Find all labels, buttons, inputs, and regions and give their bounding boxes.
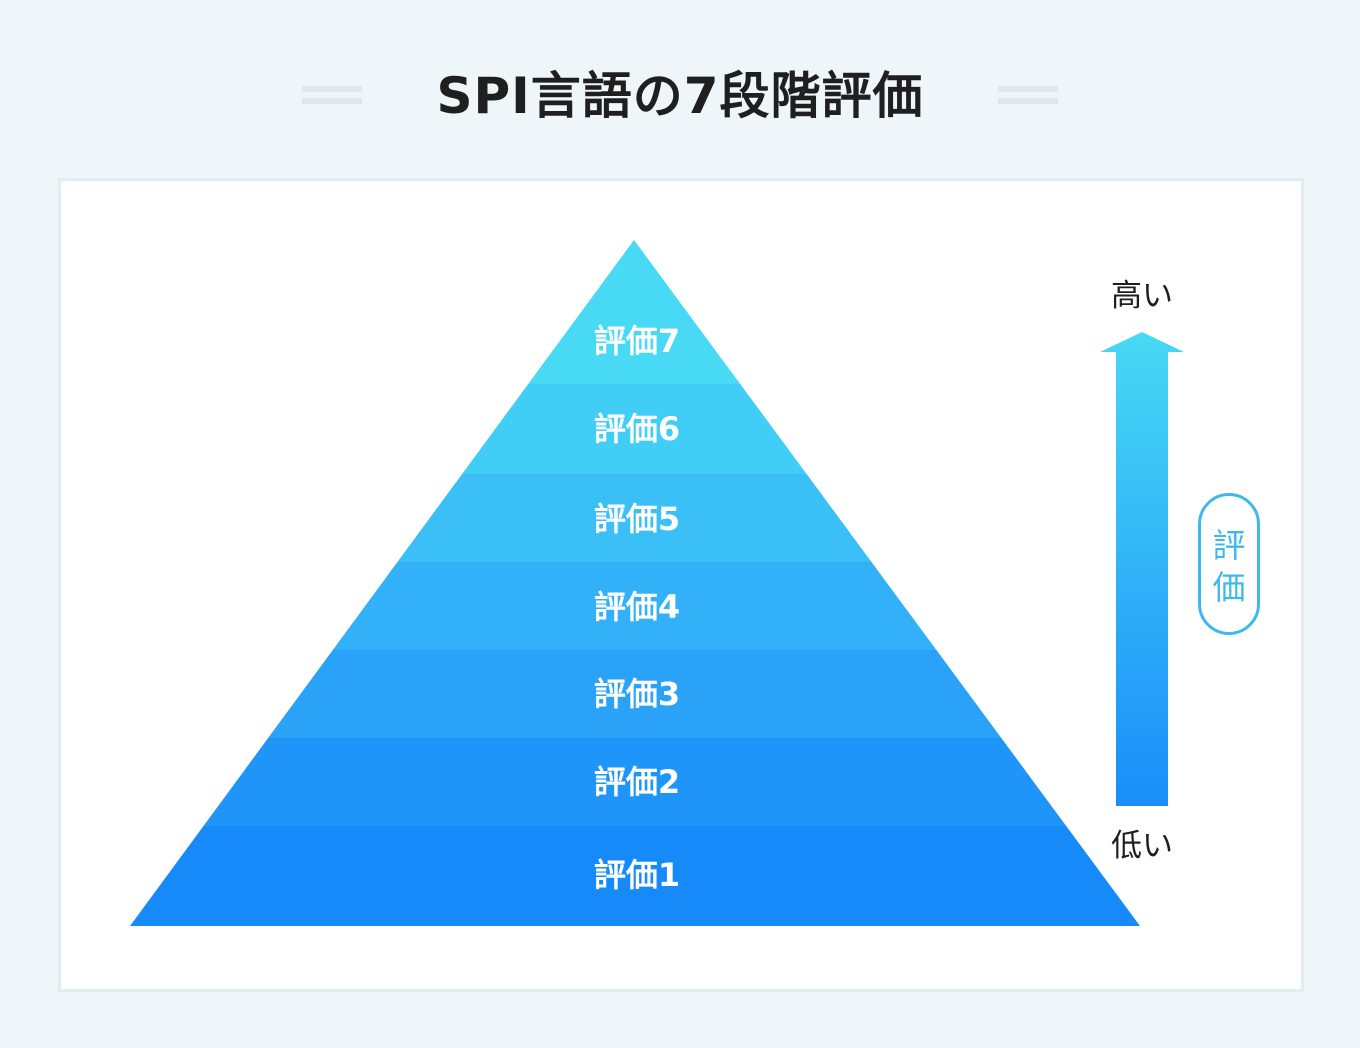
pyramid-band-7: [528, 240, 741, 384]
pyramid-band-2: [203, 738, 1067, 826]
scale-high-label: 高い: [1111, 278, 1173, 314]
evaluation-arrow: [1100, 332, 1184, 806]
level-label-2: 評価2: [593, 763, 681, 801]
axis-label-char-1: 評: [1212, 526, 1246, 565]
pyramid-band-1: [130, 826, 1140, 926]
level-label-5: 評価5: [593, 500, 681, 538]
title-left-decoration: [302, 86, 362, 108]
scale-low-label: 低い: [1111, 828, 1173, 864]
axis-label-char-2: 価: [1212, 568, 1246, 607]
title-right-decoration: [998, 86, 1058, 108]
pyramid-band-4: [332, 562, 937, 650]
pyramid-band-5: [397, 474, 872, 562]
page-title: SPI言語の7段階評価: [436, 67, 924, 125]
level-label-3: 評価3: [593, 675, 681, 713]
pyramid-band-3: [268, 650, 1002, 738]
level-label-6: 評価6: [593, 410, 681, 448]
level-label-7: 評価7: [593, 322, 681, 360]
level-label-4: 評価4: [593, 588, 681, 626]
level-label-1: 評価1: [593, 856, 681, 894]
pyramid-band-6: [462, 384, 807, 474]
axis-label-pill: 評 価: [1198, 493, 1260, 635]
